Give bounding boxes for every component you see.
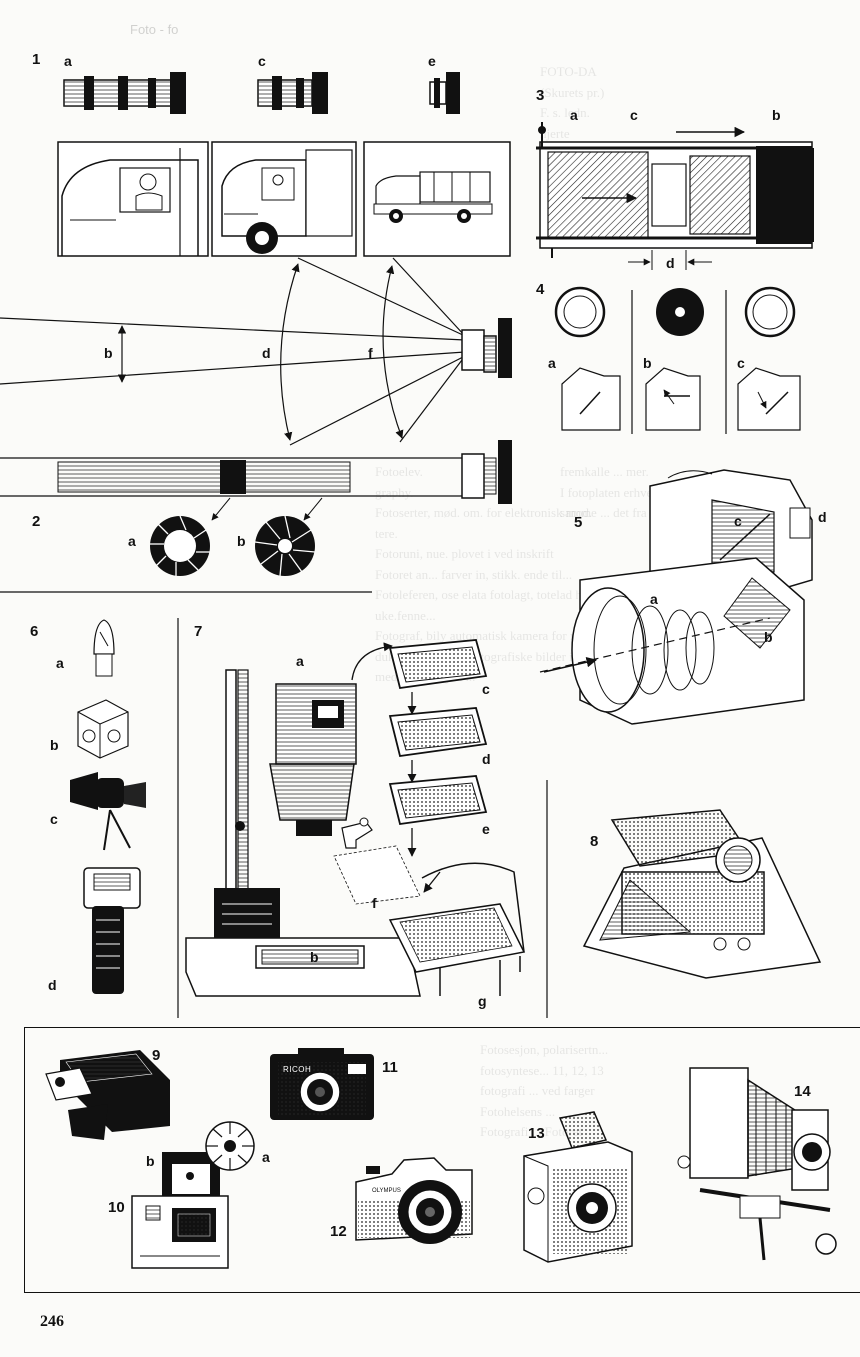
fig12-slr-camera [355, 1157, 473, 1244]
fig5-label-c: c [734, 513, 742, 529]
fig11-brand-logo: RICOH [283, 1065, 312, 1074]
fig9-pocket-camera [45, 1050, 170, 1140]
fig2-aperture-a-icon [150, 515, 210, 576]
fig6-label-d: d [48, 977, 57, 993]
fig4-label-a: a [548, 355, 556, 371]
fig1-label-e: e [428, 53, 436, 69]
fig1-label-d: d [262, 345, 271, 361]
fig7-label-d: d [482, 751, 491, 767]
fig1-truck-normal [211, 141, 357, 257]
fig7-tray-e [388, 775, 488, 826]
fig10-label-b: b [146, 1153, 155, 1169]
fig1-number: 1 [32, 51, 41, 68]
fig11-compact-camera [270, 1048, 374, 1120]
fig7-label-a: a [296, 653, 304, 669]
fig7-tray-c [388, 639, 488, 690]
fig7-number: 7 [194, 623, 203, 640]
fig1-lens-c [257, 72, 328, 114]
bleed-through-top-right: FOTO-DA (Skurets pr.) F. s. ledn. hjerte [540, 64, 605, 141]
fig3-label-c: c [630, 107, 638, 123]
fig1-angle-of-view-lines [0, 257, 466, 446]
page-number: 246 [40, 1313, 64, 1330]
fig1-truck-wide [57, 141, 209, 257]
fig2-label-b: b [237, 533, 246, 549]
bottom-camera-panel-frame [24, 1027, 860, 1293]
fig10-number: 10 [108, 1199, 125, 1216]
fig14-number: 14 [794, 1083, 811, 1100]
fig3-label-a: a [570, 107, 578, 123]
fig12-number: 12 [330, 1223, 347, 1240]
fig7-enlarger [185, 669, 421, 997]
fig13-medium-format-camera [523, 1111, 633, 1263]
fig3-extension-diagram [536, 122, 814, 270]
running-head: Foto - fo [130, 22, 179, 37]
fig5-label-b: b [764, 629, 773, 645]
fig4-label-b: b [643, 355, 652, 371]
fig4-diaphragm-stages [554, 286, 801, 434]
fig6-label-a: a [56, 655, 64, 671]
fig7-label-f: f [372, 895, 377, 911]
fig2-depth-bar [0, 440, 512, 521]
fig1-label-c: c [258, 53, 266, 69]
fig6-flash-cube [77, 699, 129, 759]
fig2-aperture-b-icon [254, 515, 316, 577]
bleed-through-bottom: Fotosesjon, polarisertn... fotosyntese..… [480, 1042, 609, 1139]
fig1-label-b: b [104, 345, 113, 361]
fig5-camera-cutaway [539, 469, 813, 725]
fig7-label-e: e [482, 821, 490, 837]
fig1-truck-tele [363, 141, 511, 257]
fig10-label-a: a [262, 1149, 270, 1165]
fig7-flow-arrows [351, 642, 441, 893]
fig1-lens-e [429, 72, 460, 114]
fig6-spotlight [70, 772, 146, 851]
fig7-print-dryer [388, 862, 526, 996]
fig1-main-lens [461, 318, 512, 378]
fig5-number: 5 [574, 514, 583, 531]
fig7-faucet [333, 817, 421, 905]
fig1-label-f: f [368, 345, 373, 361]
fig11-number: 11 [382, 1059, 398, 1076]
fig7-tray-d [388, 707, 488, 758]
fig14-view-camera [677, 1067, 837, 1261]
fig5-label-d: d [818, 509, 827, 525]
fig12-brand-logo: OLYMPUS [372, 1188, 401, 1194]
fig3-number: 3 [536, 87, 545, 104]
fig2-number: 2 [32, 513, 41, 530]
fig2-label-a: a [128, 533, 136, 549]
fig4-number: 4 [536, 281, 545, 298]
fig6-flash-bulb [93, 619, 115, 677]
fig1-label-a: a [64, 53, 72, 69]
fig10-disc-camera [131, 1121, 255, 1269]
fig6-number: 6 [30, 623, 39, 640]
fig6-label-b: b [50, 737, 59, 753]
fig8-number: 8 [590, 833, 599, 850]
fig6-handle-flash [83, 867, 141, 994]
fig6-label-c: c [50, 811, 58, 827]
fig5-label-a: a [650, 591, 658, 607]
fig7-label-g: g [478, 993, 487, 1009]
fig1-lens-a [63, 72, 186, 114]
fig8-instant-camera [582, 809, 822, 979]
fig3-label-d: d [666, 255, 675, 271]
fig3-label-b: b [772, 107, 781, 123]
fig13-number: 13 [528, 1125, 545, 1142]
fig9-number: 9 [152, 1047, 161, 1064]
fig4-label-c: c [737, 355, 745, 371]
fig7-label-b: b [310, 949, 319, 965]
fig7-label-c: c [482, 681, 490, 697]
